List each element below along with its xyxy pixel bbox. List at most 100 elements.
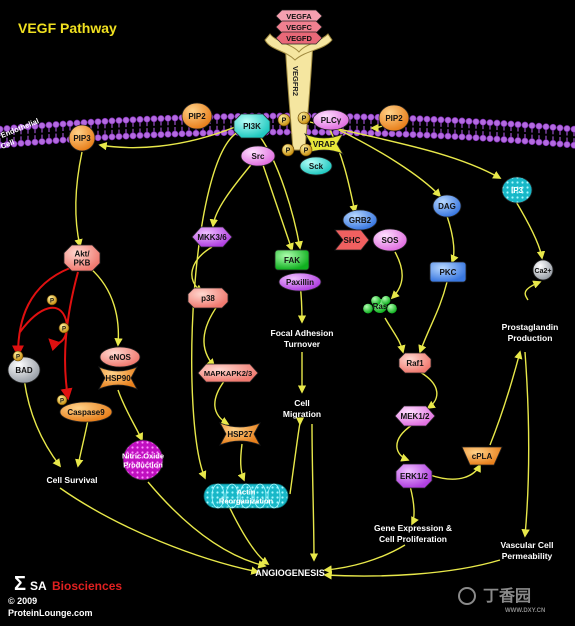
node-calcium: Ca2+ <box>532 259 554 281</box>
node-erk12-label: ERK1/2 <box>400 472 429 481</box>
node-grb2: GRB2 <box>342 209 378 231</box>
node-shc-label: SHC <box>344 236 361 245</box>
phospho-marker: P <box>56 394 68 406</box>
node-sos-label: SOS <box>382 236 400 245</box>
phospho-marker: P <box>297 111 311 125</box>
node-nitric-oxide-label: Nitric Oxide <box>122 452 164 461</box>
arrow-p38-mapkapk <box>203 304 219 368</box>
node-sck-label: Sck <box>309 162 324 171</box>
arrow-bad-survival <box>23 377 62 468</box>
node-paxillin-label: Paxillin <box>286 278 314 287</box>
node-fak-label: FAK <box>284 256 300 265</box>
arrow-raf1-mek <box>419 371 438 409</box>
node-grb2-label: GRB2 <box>349 216 372 225</box>
node-p38: p38 <box>187 287 229 309</box>
node-pip2-right-label: PIP2 <box>385 114 403 123</box>
arrow-gene-angio <box>323 544 406 574</box>
svg-text:P: P <box>302 116 307 123</box>
watermark-logo <box>458 587 476 605</box>
svg-text:P: P <box>50 299 54 305</box>
receptor-label: VEGFR2 <box>291 66 300 96</box>
node-akt-label: Akt/ <box>74 250 90 259</box>
arrow-vascular-angio <box>323 559 501 580</box>
node-pip2-left: PIP2 <box>181 102 213 130</box>
phospho-marker: P <box>58 322 70 334</box>
svg-text:P: P <box>304 148 309 155</box>
node-ip3-label: IP3 <box>511 186 524 195</box>
node-mkk36: MKK3/6 <box>191 226 233 248</box>
node-sck: Sck <box>299 156 333 176</box>
node-mkk36-label: MKK3/6 <box>197 233 227 242</box>
arrow-ras-raf1 <box>384 317 406 354</box>
outcome-angiogenesis: ANGIOGENESIS <box>255 568 325 578</box>
node-vrap-label: VRAP <box>313 140 336 149</box>
svg-text:P: P <box>16 355 20 361</box>
node-pip3: PIP3 <box>68 124 96 152</box>
node-cpla: cPLA <box>461 446 503 466</box>
node-akt: Akt/PKB <box>63 244 101 272</box>
node-dag: DAG <box>432 194 462 218</box>
arrow-ca-prosta <box>524 280 542 301</box>
node-raf1-label: Raf1 <box>406 359 424 368</box>
arrow-akt-caspase9 <box>60 271 79 401</box>
arrow-sos-ras <box>390 251 403 300</box>
arrow-mapkapk-hsp27 <box>214 379 230 425</box>
phospho-marker: P <box>12 350 24 362</box>
arrow-hsp27-actin <box>237 443 246 482</box>
arrow-pkc-raf1 <box>418 281 448 354</box>
node-ras-label: Ras <box>373 302 388 311</box>
node-cpla-label: cPLA <box>472 452 493 461</box>
node-akt-label: PKB <box>74 259 91 268</box>
svg-text:VEGFD: VEGFD <box>286 34 312 43</box>
watermark-text: 丁香园 <box>483 587 531 605</box>
logo-sa: SA <box>30 579 47 593</box>
outcome-cell-migration: Migration <box>283 409 321 419</box>
node-enos: eNOS <box>99 346 141 368</box>
phospho-marker: P <box>299 143 313 157</box>
node-plcg-label: PLCγ <box>321 116 342 125</box>
page-title: VEGF Pathway <box>18 20 117 36</box>
node-enos-label: eNOS <box>109 353 131 362</box>
logo-biosciences: Biosciences <box>52 579 122 593</box>
node-pkc: PKC <box>429 261 467 283</box>
node-shc: SHC <box>334 229 370 251</box>
node-pip2-left-label: PIP2 <box>188 112 206 121</box>
arrow-survival-angio <box>59 487 260 575</box>
arrow-cpla-prosta <box>489 350 523 446</box>
svg-text:Ca2+: Ca2+ <box>535 268 552 275</box>
node-ras: Ras <box>363 295 397 314</box>
node-nitric-oxide-label: Production <box>123 461 163 470</box>
arrow-actin-migration <box>289 417 305 495</box>
outcome-vascular-permeability: Permeability <box>502 551 553 561</box>
node-hsp27: HSP27 <box>219 422 261 446</box>
node-erk12: ERK1/2 <box>395 463 433 489</box>
arrow-mkk-p38 <box>191 246 213 293</box>
svg-text:P: P <box>62 327 66 333</box>
ligand-0: VEGFA <box>275 9 323 23</box>
phospho-marker: P <box>46 294 58 306</box>
node-bad-label: BAD <box>15 366 33 375</box>
node-ip3: IP3 <box>501 176 533 204</box>
node-mapkapk23: MAPKAPK2/3 <box>197 363 259 383</box>
node-src-label: Src <box>252 152 265 161</box>
phospho-marker: P <box>277 113 291 127</box>
arrow-pip3-akt <box>74 151 83 248</box>
node-hsp90: HSP90 <box>98 366 138 390</box>
site-url: ProteinLounge.com <box>8 608 93 618</box>
node-plcg: PLCγ <box>312 109 350 131</box>
node-mek12: MEK1/2 <box>394 405 436 427</box>
outcome-cell-survival: Cell Survival <box>46 475 97 485</box>
node-src: Src <box>240 145 276 167</box>
watermark-url: WWW.DXY.CN <box>505 608 545 614</box>
arrow-akt-enos <box>89 267 123 347</box>
node-raf1: Raf1 <box>398 352 432 374</box>
node-actin-label: Reorganization <box>219 497 274 506</box>
node-fak: FAK <box>274 249 310 271</box>
node-sos: SOS <box>372 228 408 252</box>
outcome-vascular-permeability: Vascular Cell <box>501 540 554 550</box>
ligand-2: VEGFD <box>275 31 323 45</box>
arrow-migration-angio <box>309 423 319 562</box>
